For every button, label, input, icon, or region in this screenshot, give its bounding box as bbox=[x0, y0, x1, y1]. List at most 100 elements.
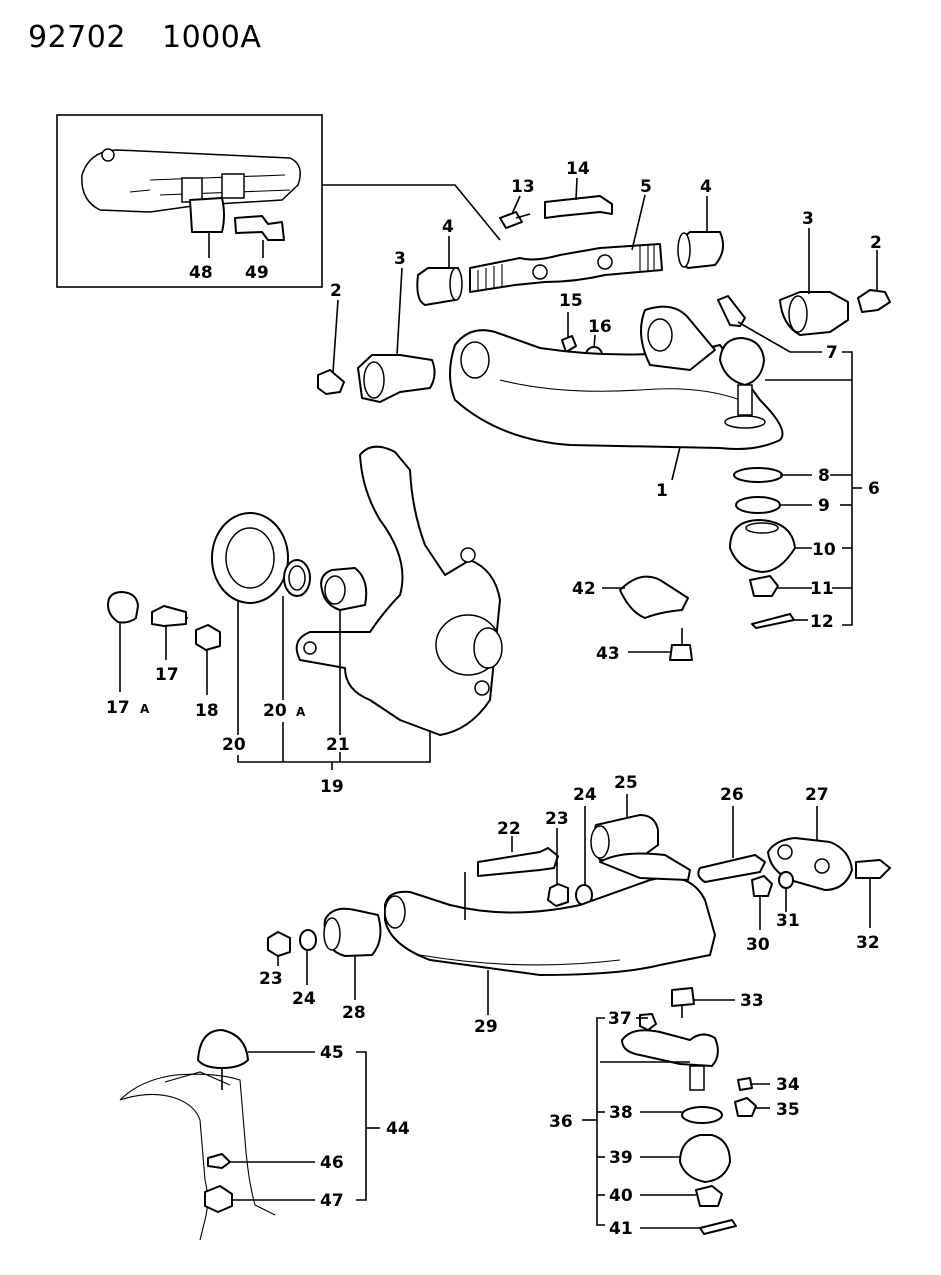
grease-fitting-2-left bbox=[317, 369, 345, 395]
callout-19: 19 bbox=[320, 777, 344, 797]
callout-46: 46 bbox=[320, 1153, 344, 1173]
bushing-4-left bbox=[416, 267, 463, 306]
bearing-21 bbox=[320, 567, 368, 611]
upper-arm-shaft-5 bbox=[469, 243, 663, 293]
leader-lines bbox=[119, 177, 878, 1229]
callout-7: 7 bbox=[826, 343, 838, 363]
cotter-pin-41 bbox=[699, 1219, 737, 1235]
callout-labels: 2 3 4 13 14 5 4 3 2 15 16 7 1 8 9 10 11 … bbox=[106, 159, 882, 1239]
pin-34 bbox=[737, 1077, 753, 1091]
dust-cover-39 bbox=[679, 1134, 731, 1183]
bolt-49 bbox=[234, 215, 285, 241]
bolt-43 bbox=[669, 628, 693, 661]
callout-40: 40 bbox=[609, 1186, 633, 1206]
callout-26: 26 bbox=[720, 785, 744, 805]
callout-9: 9 bbox=[818, 496, 830, 516]
callout-44: 44 bbox=[386, 1119, 410, 1139]
callout-8: 8 bbox=[818, 466, 830, 486]
callout-45: 45 bbox=[320, 1043, 344, 1063]
callout-20a: 20 bbox=[263, 701, 287, 721]
oil-seal-20 bbox=[211, 512, 289, 604]
o-ring-20a bbox=[283, 559, 311, 597]
callout-22: 22 bbox=[497, 819, 521, 839]
upper-ball-joint bbox=[719, 337, 766, 429]
frame-outline bbox=[119, 1071, 276, 1241]
bolt-33 bbox=[671, 987, 695, 1018]
nut-11 bbox=[749, 575, 779, 597]
snap-ring-8 bbox=[733, 467, 783, 483]
callout-15: 15 bbox=[559, 291, 583, 311]
nut-47 bbox=[204, 1185, 233, 1213]
knuckle-19 bbox=[295, 445, 503, 736]
bolt-17 bbox=[151, 605, 188, 627]
callout-25: 25 bbox=[614, 773, 638, 793]
nut-23-lower bbox=[267, 931, 291, 957]
diagram-code-1: 92702 bbox=[28, 20, 126, 55]
callout-39: 39 bbox=[609, 1148, 633, 1168]
callout-41: 41 bbox=[609, 1219, 633, 1239]
callout-47: 47 bbox=[320, 1191, 344, 1211]
stopper-42 bbox=[619, 575, 689, 619]
ring-38 bbox=[681, 1106, 723, 1124]
nut-35 bbox=[734, 1097, 757, 1117]
nut-15 bbox=[561, 335, 577, 353]
nut-40 bbox=[695, 1185, 723, 1207]
grease-fitting-37 bbox=[639, 1013, 657, 1031]
callout-3-left: 3 bbox=[394, 249, 406, 269]
callout-36: 36 bbox=[549, 1112, 573, 1132]
bushing-3-right bbox=[779, 291, 849, 336]
callout-31: 31 bbox=[776, 911, 800, 931]
upper-arm-1 bbox=[449, 305, 784, 450]
callout-5: 5 bbox=[640, 177, 652, 197]
bolt-32 bbox=[855, 859, 891, 879]
callout-14: 14 bbox=[566, 159, 590, 179]
callout-10: 10 bbox=[812, 540, 836, 560]
callout-2-right: 2 bbox=[870, 233, 882, 253]
bump-stopper-45 bbox=[197, 1029, 249, 1090]
callout-1: 1 bbox=[656, 481, 668, 501]
bushing-4-right bbox=[677, 231, 725, 269]
nut-23-upper bbox=[547, 883, 569, 907]
bracket-14 bbox=[544, 195, 613, 219]
stopper-48 bbox=[189, 197, 225, 233]
bolt-13 bbox=[499, 211, 531, 229]
callout-20: 20 bbox=[222, 735, 246, 755]
callout-18: 18 bbox=[195, 701, 219, 721]
callout-23-lower: 23 bbox=[259, 969, 283, 989]
bushing-25 bbox=[590, 814, 659, 861]
callout-43: 43 bbox=[596, 644, 620, 664]
callout-21: 21 bbox=[326, 735, 350, 755]
grease-fitting-2-right bbox=[857, 289, 891, 313]
callout-38: 38 bbox=[609, 1103, 633, 1123]
callout-42: 42 bbox=[572, 579, 596, 599]
callout-6: 6 bbox=[868, 479, 880, 499]
callout-27: 27 bbox=[805, 785, 829, 805]
bolt-22 bbox=[477, 847, 559, 877]
bushing-3-left bbox=[357, 354, 436, 403]
callout-13: 13 bbox=[511, 177, 535, 197]
nut-18 bbox=[195, 624, 221, 651]
shaft-26 bbox=[697, 854, 766, 883]
dust-cover-10 bbox=[729, 519, 796, 573]
callout-29: 29 bbox=[474, 1017, 498, 1037]
callout-33: 33 bbox=[740, 991, 764, 1011]
bushing-28 bbox=[323, 907, 382, 957]
callout-11: 11 bbox=[810, 579, 834, 599]
lower-ball-joint bbox=[621, 1029, 719, 1091]
washer-24-lower bbox=[299, 929, 317, 951]
callout-32: 32 bbox=[856, 933, 880, 953]
nut-30 bbox=[751, 875, 773, 897]
inset-detail bbox=[56, 114, 323, 288]
callout-35: 35 bbox=[776, 1100, 800, 1120]
callout-4-left: 4 bbox=[442, 217, 454, 237]
callout-30: 30 bbox=[746, 935, 770, 955]
callout-37: 37 bbox=[608, 1009, 632, 1029]
cap-17a bbox=[107, 591, 139, 624]
nut-46 bbox=[207, 1153, 231, 1169]
callout-17a-suffix: A bbox=[140, 702, 150, 716]
callout-4-right: 4 bbox=[700, 177, 712, 197]
callout-23-upper: 23 bbox=[545, 809, 569, 829]
diagram-header: 92702 1000A bbox=[28, 20, 287, 55]
lower-arm-29 bbox=[384, 852, 716, 976]
